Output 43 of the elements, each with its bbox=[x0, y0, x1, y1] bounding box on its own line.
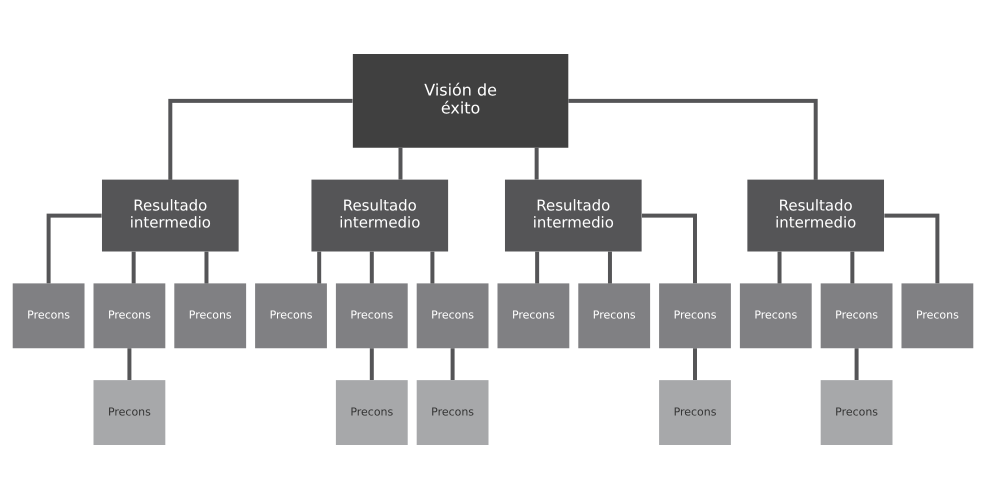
node-box: Precons bbox=[498, 283, 570, 348]
node-box: Precons bbox=[336, 283, 408, 348]
connector bbox=[370, 252, 374, 284]
node-box: Resultado intermedio bbox=[747, 180, 884, 252]
node-box: Precons bbox=[740, 283, 812, 348]
node-box: Precons bbox=[901, 283, 974, 348]
node-box: Precons bbox=[94, 380, 166, 445]
node-box: Precons bbox=[659, 283, 731, 348]
node-box: Resultado intermedio bbox=[504, 180, 642, 252]
connector bbox=[132, 252, 136, 284]
node-box: Visión de éxito bbox=[352, 54, 568, 148]
connector bbox=[46, 214, 102, 284]
node-box: Precons bbox=[820, 380, 892, 445]
node-box: Precons bbox=[12, 283, 85, 348]
connector bbox=[854, 348, 859, 380]
node-box: Precons bbox=[255, 283, 327, 348]
connector bbox=[204, 252, 208, 284]
node-box: Precons bbox=[416, 283, 488, 348]
node-box: Resultado intermedio bbox=[102, 180, 239, 252]
node-box: Precons bbox=[94, 283, 166, 348]
connector bbox=[127, 348, 132, 380]
connector bbox=[450, 348, 455, 380]
node-box: Precons bbox=[416, 380, 488, 445]
node-box: Resultado intermedio bbox=[311, 180, 448, 252]
node-box: Precons bbox=[659, 380, 731, 445]
connector bbox=[535, 252, 540, 284]
connector bbox=[568, 98, 818, 180]
connector bbox=[430, 252, 434, 284]
connector bbox=[778, 252, 782, 284]
connector bbox=[850, 252, 854, 284]
connector bbox=[398, 148, 402, 180]
connector bbox=[642, 214, 697, 284]
node-box: Precons bbox=[578, 283, 650, 348]
connector bbox=[884, 214, 940, 284]
connector bbox=[168, 98, 352, 180]
node-box: Precons bbox=[820, 283, 892, 348]
connector bbox=[608, 252, 612, 284]
connector bbox=[370, 348, 374, 380]
connector bbox=[534, 148, 539, 180]
node-box: Precons bbox=[336, 380, 408, 445]
connector bbox=[693, 348, 697, 380]
node-box: Precons bbox=[174, 283, 246, 348]
connector bbox=[317, 252, 322, 284]
